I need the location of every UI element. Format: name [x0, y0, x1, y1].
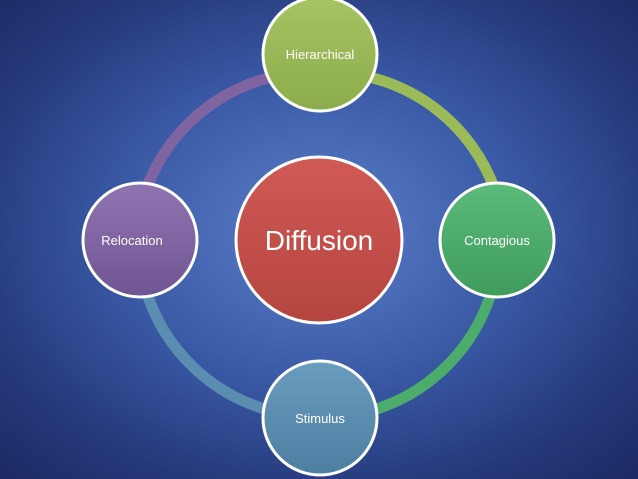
arc-contagious-stimulus: [368, 288, 498, 417]
center-node-label: Diffusion: [265, 225, 373, 256]
node-hierarchical-label: Hierarchical: [286, 47, 355, 62]
node-contagious-label: Contagious: [464, 233, 530, 248]
node-relocation-label: Relocation: [101, 233, 162, 248]
arc-stimulus-relocation: [140, 288, 274, 417]
center-node-circle: [234, 155, 404, 325]
node-stimulus-circle: [261, 359, 379, 477]
node-relocation: Relocation: [81, 181, 199, 299]
node-hierarchical: Hierarchical: [261, 0, 379, 113]
node-relocation-circle: [81, 181, 199, 299]
node-stimulus-label: Stimulus: [295, 411, 345, 426]
node-stimulus: Stimulus: [261, 359, 379, 477]
node-hierarchical-circle: [261, 0, 379, 113]
node-contagious-circle: [438, 181, 556, 299]
node-contagious: Contagious: [438, 181, 556, 299]
center-node: Diffusion: [234, 155, 404, 325]
